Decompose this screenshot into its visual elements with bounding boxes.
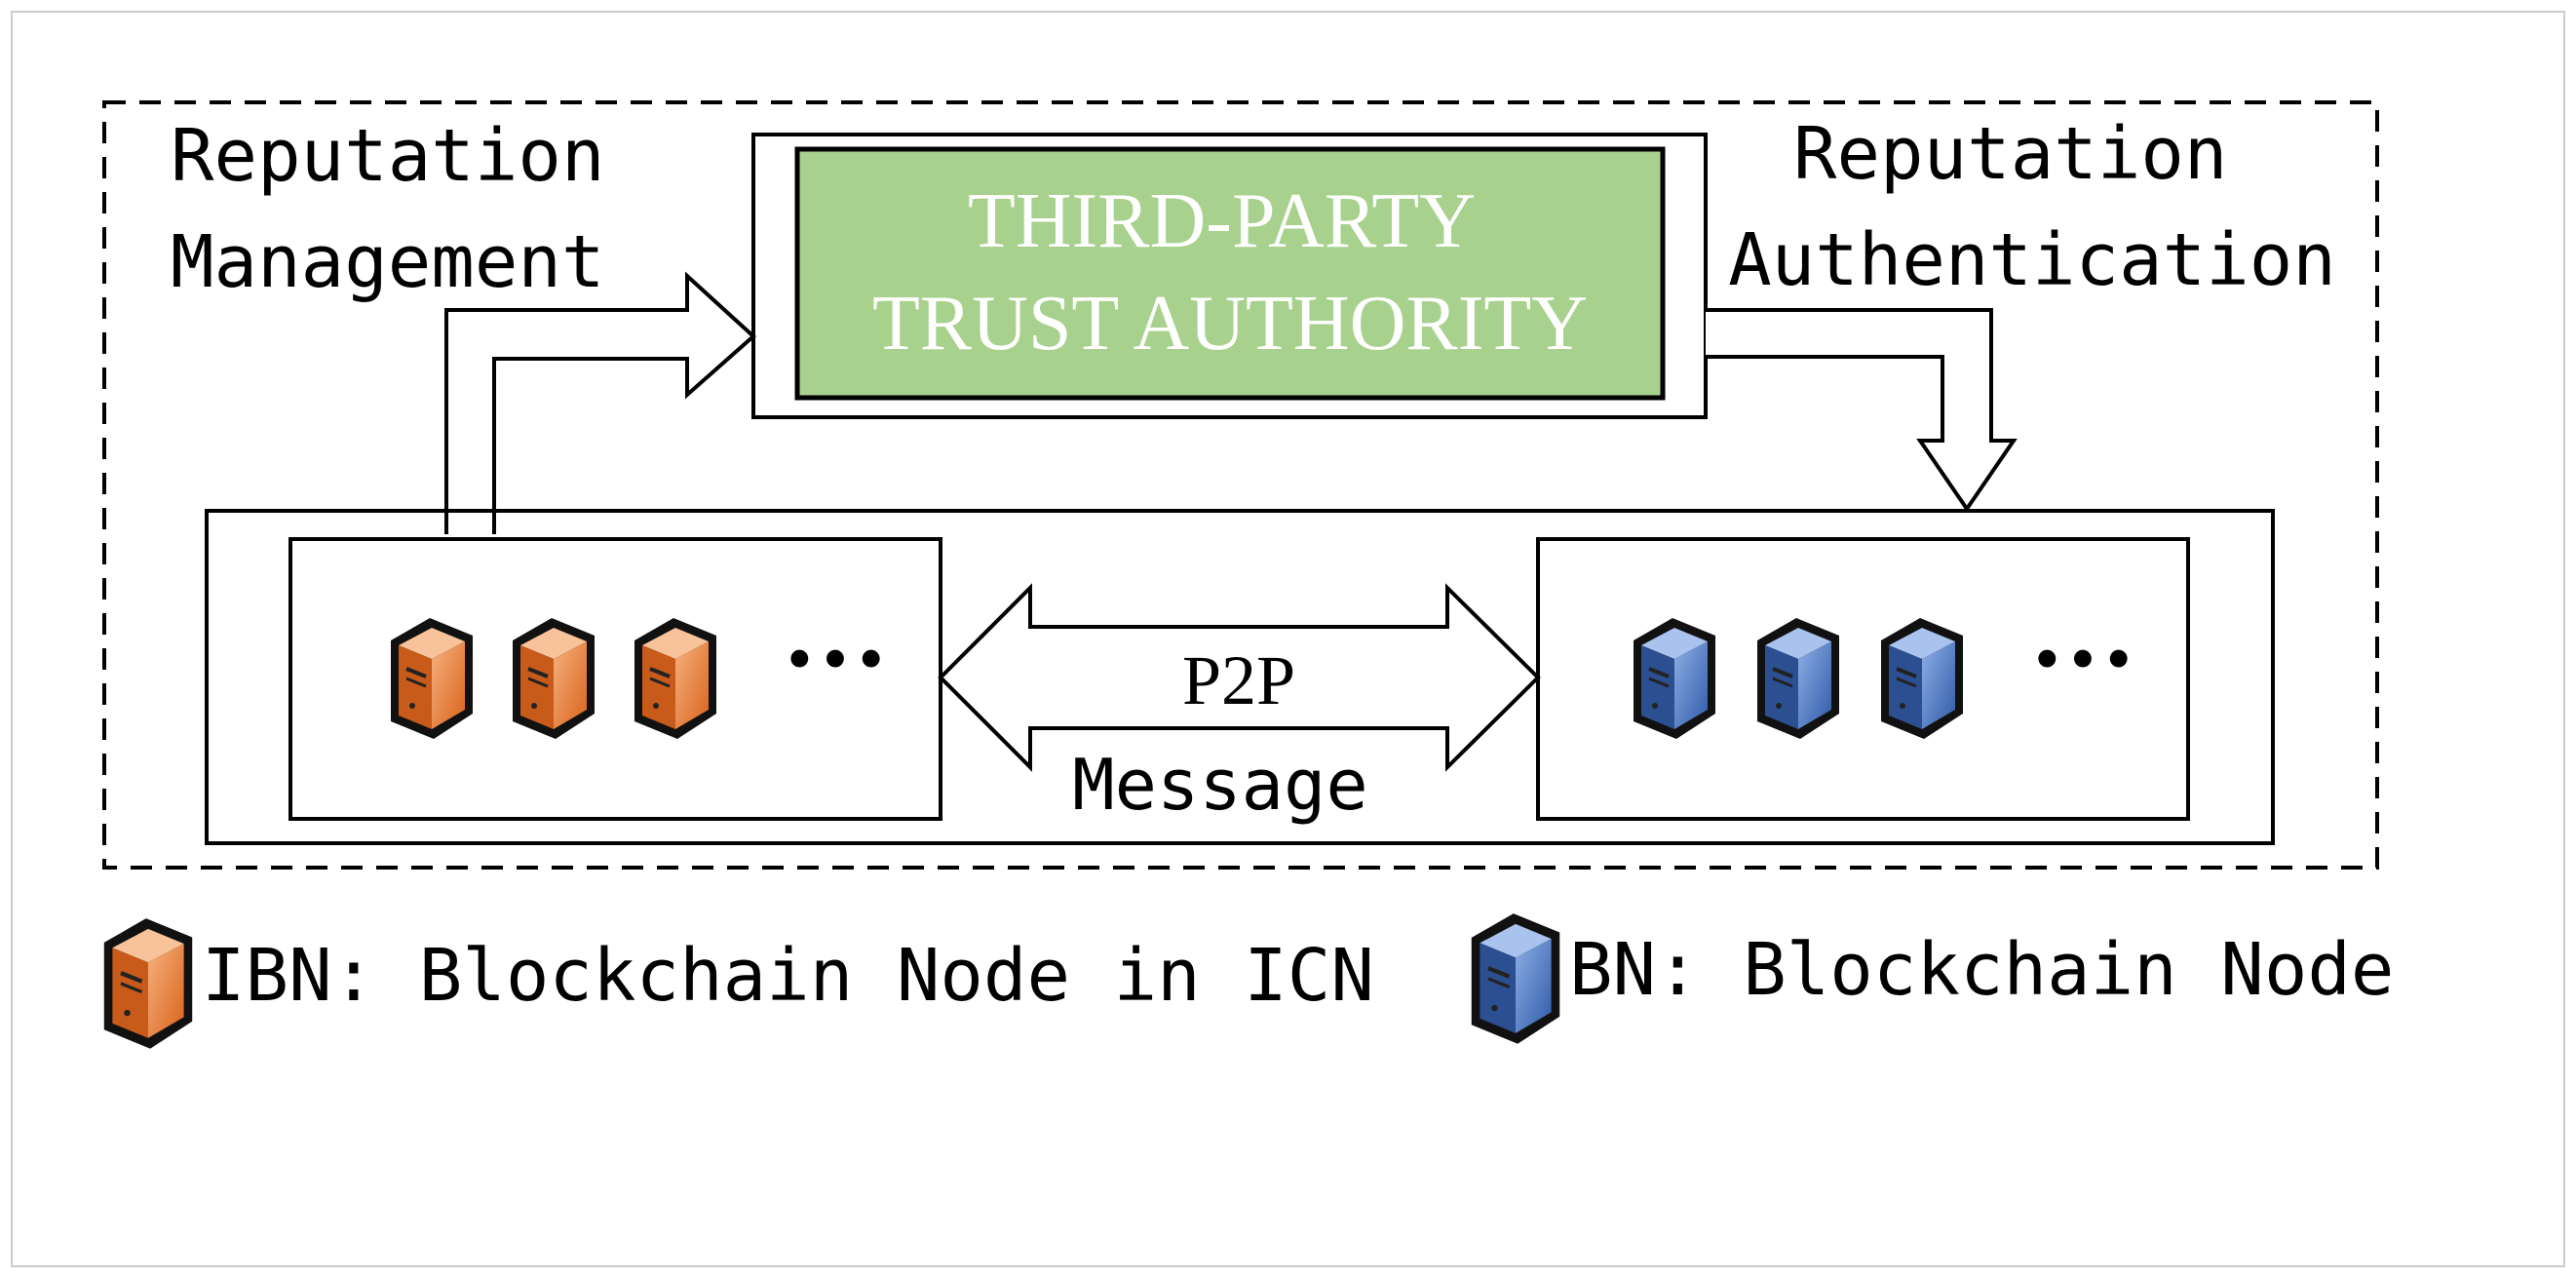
reputation-management-label: Reputation Management	[171, 114, 648, 304]
reputation-management-arrow	[444, 271, 756, 534]
p2p-label: P2P	[1182, 641, 1295, 719]
legend-bn-icon	[1472, 913, 1559, 1044]
dashed-enclosure	[102, 100, 2379, 870]
p2p-double-arrow	[938, 583, 1541, 772]
ibn-ellipsis: ···	[782, 599, 889, 717]
bn-ellipsis: ···	[2029, 599, 2136, 717]
message-label: Message	[1072, 744, 1367, 826]
reputation-authentication-label: Reputation Authentication	[1728, 112, 2336, 302]
legend-ibn-label: IBN: Blockchain Node in ICN	[202, 934, 1374, 1018]
authority-box	[794, 146, 1666, 401]
legend: IBN: Blockchain Node in ICN BN: Blockcha…	[104, 913, 2394, 1049]
legend-bn-label: BN: Blockchain Node	[1569, 928, 2394, 1012]
ibn-group-box	[288, 537, 942, 821]
bn-server-icon	[1755, 616, 1841, 741]
ibn-server-icon	[511, 616, 596, 741]
reputation-authentication-arrow	[1706, 308, 2018, 513]
page-border	[11, 11, 2565, 1267]
ibn-server-icon	[389, 616, 475, 741]
network-box	[205, 509, 2275, 845]
bn-server-icon	[1632, 616, 1717, 741]
legend-ibn-icon	[104, 918, 192, 1049]
authority-label: THIRD-PARTY TRUST AUTHORITY	[872, 178, 1588, 367]
ibn-server-icon	[633, 616, 718, 741]
bn-server-icon	[1879, 616, 1965, 741]
